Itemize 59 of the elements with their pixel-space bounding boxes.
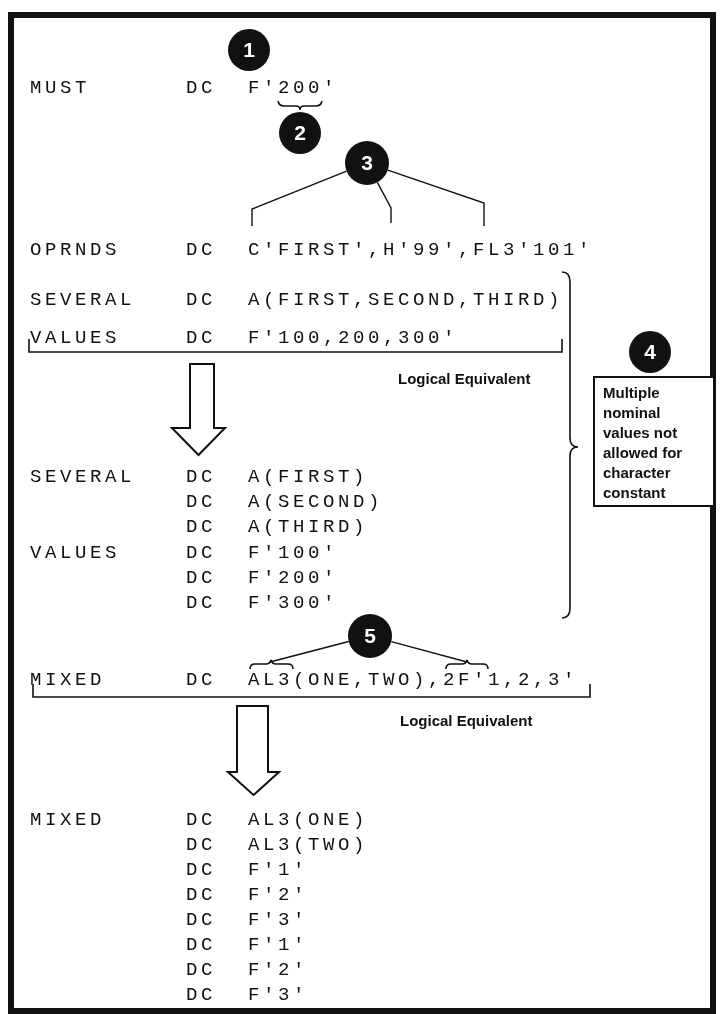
code-text: DC xyxy=(186,960,216,980)
callout-number: 2 xyxy=(279,112,321,154)
code-text: AL3(ONE,TWO),2F'1,2,3' xyxy=(248,670,579,690)
leader-line xyxy=(269,640,350,663)
code-text: AL3(TWO) xyxy=(248,835,368,855)
code-text: F'1' xyxy=(248,860,308,880)
code-text: DC xyxy=(186,835,216,855)
code-text: VALUES xyxy=(30,328,120,348)
callout-number: 3 xyxy=(345,141,389,185)
code-text: F'3' xyxy=(248,985,308,1005)
code-text: F'300' xyxy=(248,593,338,613)
code-text: DC xyxy=(186,810,216,830)
code-text: VALUES xyxy=(30,543,120,563)
code-text: OPRNDS xyxy=(30,240,120,260)
code-text: DC xyxy=(186,543,216,563)
code-text: DC xyxy=(186,910,216,930)
code-text: C'FIRST',H'99',FL3'101' xyxy=(248,240,594,260)
code-text: DC xyxy=(186,78,216,98)
code-text: F'2' xyxy=(248,960,308,980)
callout-number: 1 xyxy=(228,29,270,71)
code-text: DC xyxy=(186,885,216,905)
code-text: A(SECOND) xyxy=(248,492,384,512)
code-text: MIXED xyxy=(30,670,105,690)
leader-line xyxy=(390,641,468,663)
code-text: F'3' xyxy=(248,910,308,930)
code-text: F'200' xyxy=(248,78,338,98)
leader-line xyxy=(251,170,348,227)
code-text: F'200' xyxy=(248,568,338,588)
code-text: A(FIRST) xyxy=(248,467,368,487)
leader-line xyxy=(376,181,392,224)
code-text: F'100' xyxy=(248,543,338,563)
code-text: DC xyxy=(186,670,216,690)
code-text: DC xyxy=(186,568,216,588)
callout-number: 4 xyxy=(629,331,671,373)
code-text: DC xyxy=(186,593,216,613)
code-text: MUST xyxy=(30,78,90,98)
code-text: AL3(ONE) xyxy=(248,810,368,830)
code-text: DC xyxy=(186,240,216,260)
code-text: DC xyxy=(186,935,216,955)
code-text: DC xyxy=(186,290,216,310)
code-text: DC xyxy=(186,517,216,537)
callout-number: 5 xyxy=(348,614,392,658)
code-text: DC xyxy=(186,467,216,487)
code-text: F'100,200,300' xyxy=(248,328,459,348)
note-box: Multiple nominal values not allowed for character constant xyxy=(593,376,715,507)
code-text: MIXED xyxy=(30,810,105,830)
code-text: A(FIRST,SECOND,THIRD) xyxy=(248,290,564,310)
code-text: SEVERAL xyxy=(30,290,135,310)
code-text: A(THIRD) xyxy=(248,517,368,537)
code-text: DC xyxy=(186,860,216,880)
code-text: F'1' xyxy=(248,935,308,955)
code-text: DC xyxy=(186,985,216,1005)
code-text: F'2' xyxy=(248,885,308,905)
code-text: DC xyxy=(186,492,216,512)
caption-text: Logical Equivalent xyxy=(398,370,531,386)
caption-text: Logical Equivalent xyxy=(400,712,533,728)
code-text: SEVERAL xyxy=(30,467,135,487)
code-text: DC xyxy=(186,328,216,348)
leader-line xyxy=(387,169,485,227)
